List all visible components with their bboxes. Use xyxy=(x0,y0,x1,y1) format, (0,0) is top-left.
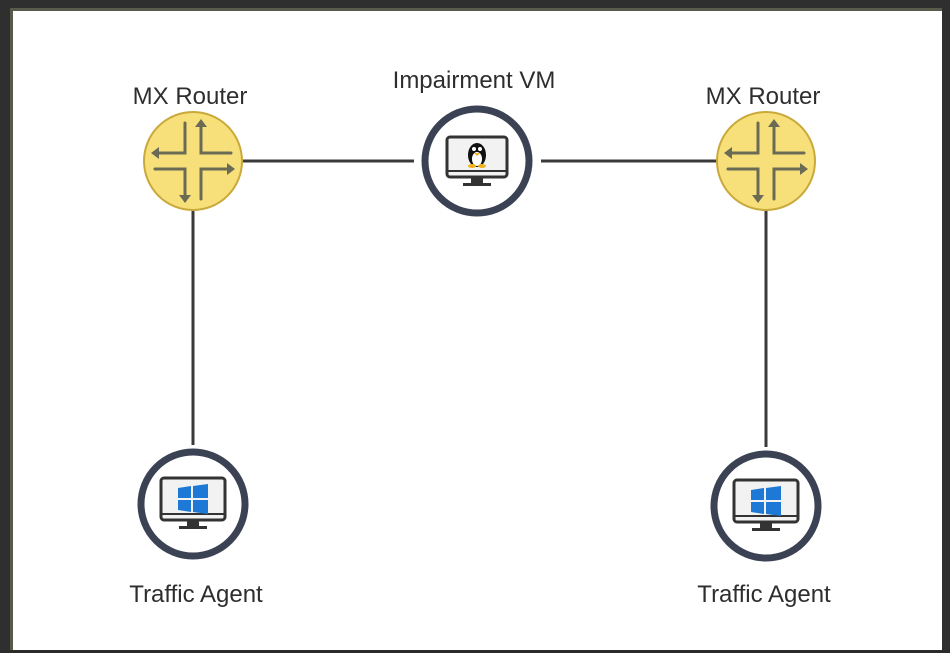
router-left-label: MX Router xyxy=(132,83,248,110)
linux-monitor-icon[interactable] xyxy=(421,105,533,217)
diagram-canvas: MX Router Impairment VM MX Router Traffi… xyxy=(10,8,942,650)
windows-monitor-icon[interactable] xyxy=(710,450,822,562)
router-icon[interactable] xyxy=(716,111,816,211)
traffic-agent-right-label: Traffic Agent xyxy=(697,581,831,608)
router-right-label: MX Router xyxy=(705,83,821,110)
windows-monitor-icon[interactable] xyxy=(137,448,249,560)
traffic-agent-left-label: Traffic Agent xyxy=(129,581,263,608)
router-icon[interactable] xyxy=(143,111,243,211)
impairment-vm-label: Impairment VM xyxy=(392,67,556,94)
links xyxy=(191,159,768,447)
network-topology-diagram xyxy=(137,105,822,562)
